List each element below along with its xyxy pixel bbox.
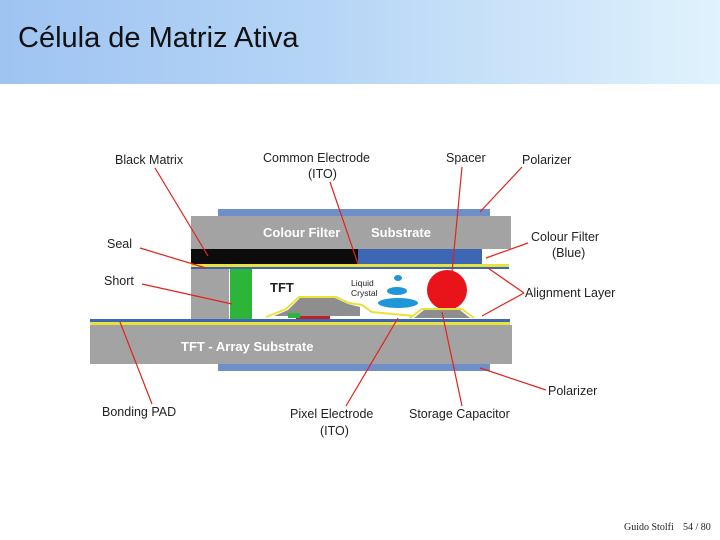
label-storage-capacitor: Storage Capacitor [409,407,510,421]
pointer-black-matrix [154,167,209,257]
pointer-polarizer-bottom [479,367,547,391]
label-spacer: Spacer [446,151,486,165]
tft-gate [296,316,330,320]
colour-filter-substrate-label-b: Substrate [371,225,431,240]
bottom-polarizer [218,364,490,371]
label-colour-filter-blue-2: (Blue) [552,246,585,260]
label-bonding-pad: Bonding PAD [102,405,176,419]
short [230,269,252,319]
label-pixel-electrode-2: (ITO) [320,424,349,438]
pointer-short [141,283,233,305]
pointer-spacer [451,166,463,273]
label-alignment-layer: Alignment Layer [525,286,615,300]
label-common-electrode-1: Common Electrode [263,151,370,165]
spacer [427,270,467,310]
common-electrode-layer [191,264,509,267]
label-colour-filter-blue-1: Colour Filter [531,230,599,244]
footer-page-number: 54 / 80 [683,522,711,533]
label-common-electrode-2: (ITO) [308,167,337,181]
footer-author: Guido Stolfi [624,522,674,533]
pointer-alignment-layer-2 [487,267,525,294]
pointer-seal [139,247,207,269]
label-pixel-electrode-1: Pixel Electrode [290,407,373,421]
liquid-crystal-label-2: Crystal [351,288,378,298]
tft-yellow-layer [265,296,415,318]
pointer-storage-capacitor [441,311,463,407]
liquid-crystal-label-1: Liquid [351,278,374,288]
seal [191,269,229,319]
slide-title: Célula de Matriz Ativa [18,22,299,54]
label-polarizer-top: Polarizer [522,153,571,167]
colour-filter-substrate-label-a: Colour Filter [263,225,340,240]
pointer-alignment-layer [481,292,525,317]
common-electrode-line [191,267,509,269]
pointer-common-electrode [329,181,359,265]
pointer-polarizer-top [479,166,523,213]
pointer-pixel-electrode [345,317,399,407]
tft-array-substrate [90,325,512,364]
label-short: Short [104,274,134,288]
top-polarizer [218,209,490,216]
pointer-colour-filter-blue [485,242,529,259]
title-bar [0,0,720,84]
liquid-crystal-drop-3 [378,298,418,308]
tft-array-substrate-label: TFT - Array Substrate [181,339,313,354]
tft-structure [274,298,360,316]
label-black-matrix: Black Matrix [115,153,184,167]
blue-colour-filter [358,249,482,264]
pixel-electrode [90,319,510,322]
tft-label: TFT [270,280,294,295]
label-polarizer-bottom: Polarizer [548,384,597,398]
label-seal: Seal [107,237,132,251]
alignment-layer-bottom [90,322,510,325]
liquid-crystal-drop-2 [387,287,407,295]
liquid-crystal-drop-1 [394,275,402,281]
black-matrix [191,249,358,264]
tft-green-contact [288,313,300,318]
storage-capacitor-layer [409,308,475,319]
pointer-bonding-pad [119,321,153,405]
